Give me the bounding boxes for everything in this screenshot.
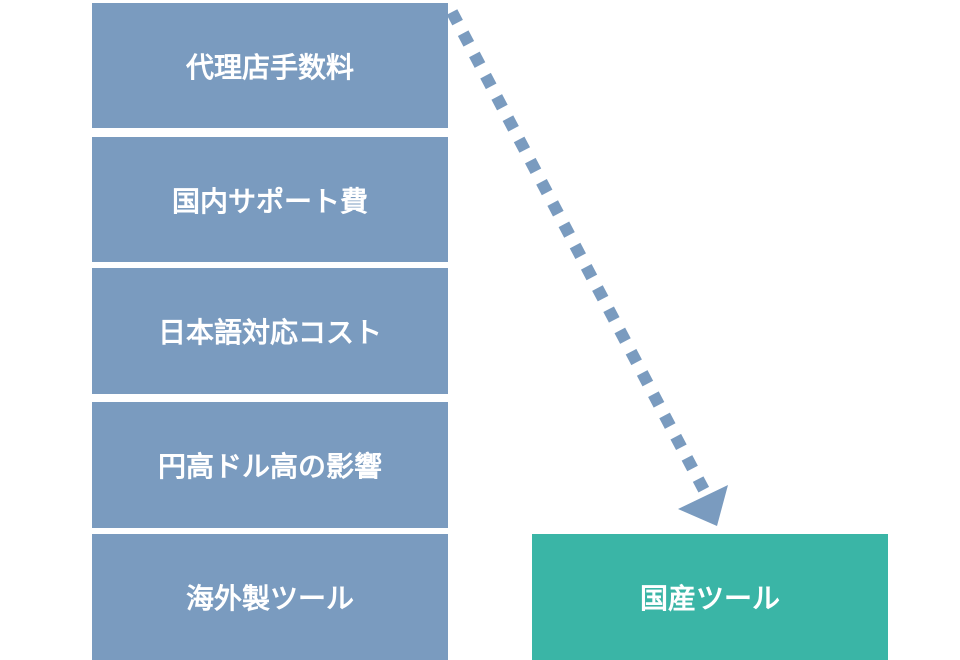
box-label: 海外製ツール	[185, 582, 354, 615]
box-label: 代理店手数料	[185, 50, 354, 84]
foreign-tool-box: 海外製ツール	[92, 534, 448, 660]
arrowhead-icon	[678, 485, 728, 526]
box-label: 日本語対応コスト	[157, 316, 382, 349]
cost-box-agency-fee: 代理店手数料	[92, 3, 448, 128]
dotted-arrow-line	[446, 9, 712, 497]
cost-box-japanese-support: 日本語対応コスト	[92, 268, 448, 394]
box-label: 国内サポート費	[171, 184, 368, 218]
box-label: 円高ドル高の影響	[157, 450, 382, 483]
domestic-tool-box: 国産ツール	[532, 534, 888, 660]
cost-box-exchange-rate: 円高ドル高の影響	[92, 402, 448, 528]
cost-box-domestic-support: 国内サポート費	[92, 137, 448, 262]
box-label: 国産ツール	[639, 582, 780, 615]
